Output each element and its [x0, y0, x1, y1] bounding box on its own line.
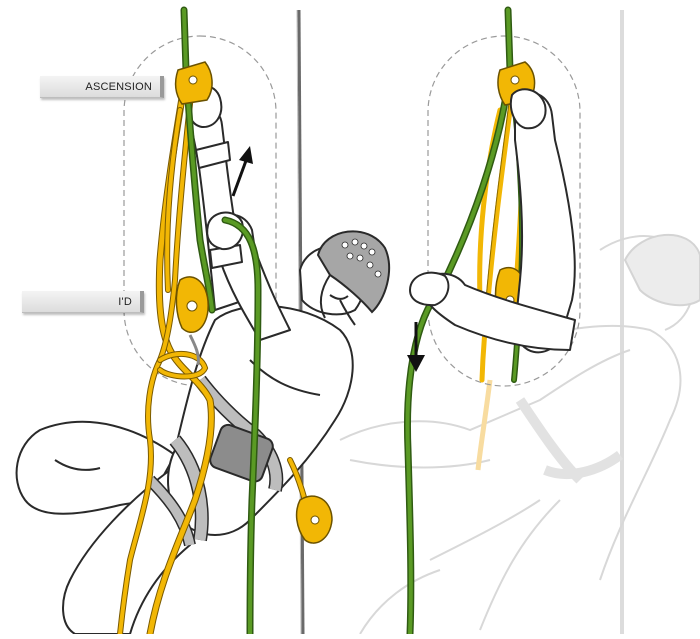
right-panel [340, 10, 700, 634]
ascender-device-left [176, 62, 212, 104]
ghost-harness [520, 400, 620, 480]
hand-right-upper [511, 89, 546, 128]
label-id: I'D [22, 291, 144, 313]
label-ascension: ASCENSION [40, 76, 164, 98]
ghost-helmet [625, 235, 700, 305]
hand-right-lower [410, 273, 448, 305]
lower-device-left [297, 496, 332, 543]
left-panel [17, 10, 390, 634]
arrow-up [233, 146, 253, 196]
